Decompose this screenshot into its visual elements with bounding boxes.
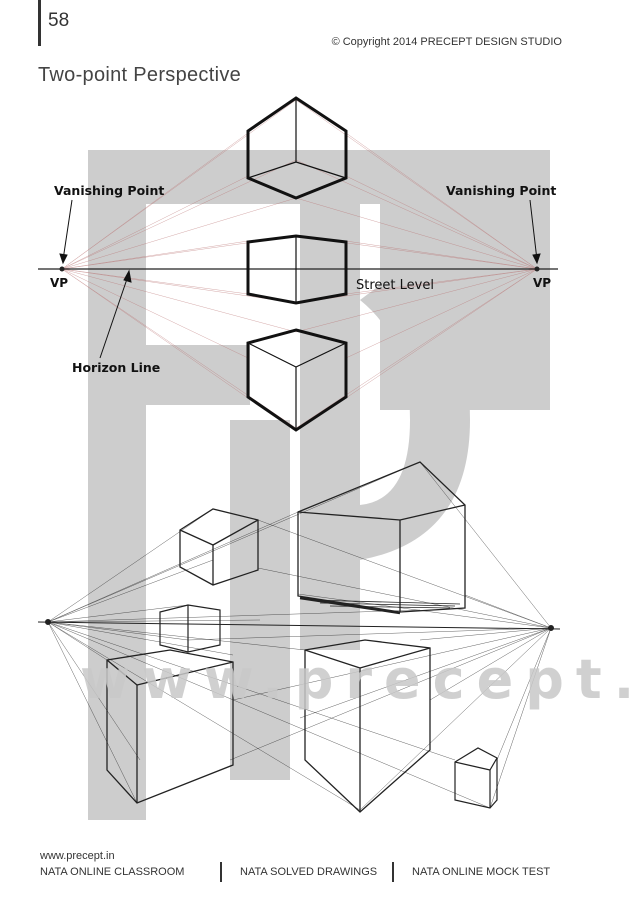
page-edge-bar bbox=[38, 0, 41, 46]
footer-link-solved-drawings[interactable]: NATA SOLVED DRAWINGS bbox=[240, 866, 378, 878]
vp-left-caption: Vanishing Point bbox=[54, 183, 164, 198]
footer-divider bbox=[220, 862, 222, 882]
big-center-box bbox=[304, 639, 431, 813]
cube-above-horizon bbox=[246, 96, 348, 200]
big-left-box bbox=[106, 649, 234, 804]
vp-left-label: VP bbox=[50, 276, 68, 290]
footer-link-classroom[interactable]: NATA ONLINE CLASSROOM bbox=[40, 866, 185, 878]
lower-sketch bbox=[37, 461, 561, 813]
upper-diagram bbox=[38, 96, 558, 432]
copyright-notice: © Copyright 2014 PRECEPT DESIGN STUDIO bbox=[332, 36, 562, 48]
small-floating-box bbox=[179, 508, 259, 586]
horizon-line-label: Horizon Line bbox=[72, 360, 160, 375]
footer-link-mock-test[interactable]: NATA ONLINE MOCK TEST bbox=[412, 866, 551, 878]
copyright-icon: © bbox=[331, 36, 340, 48]
vp-right-caption: Vanishing Point bbox=[446, 183, 556, 198]
page-number: 58 bbox=[48, 10, 70, 31]
watermark-logo bbox=[88, 150, 550, 820]
footer-divider bbox=[392, 862, 394, 882]
footer-links: NATA ONLINE CLASSROOM NATA SOLVED DRAWIN… bbox=[40, 862, 560, 884]
large-floating-box bbox=[297, 461, 466, 615]
small-right-box bbox=[454, 747, 498, 809]
footer-url[interactable]: www.precept.in bbox=[40, 850, 115, 862]
vp-right-label: VP bbox=[533, 276, 551, 290]
small-center-box bbox=[159, 604, 221, 653]
street-level-label: Street Level bbox=[356, 278, 434, 293]
copyright-text: Copyright 2014 PRECEPT DESIGN STUDIO bbox=[342, 36, 562, 48]
watermark-text: www.precept.in bbox=[80, 648, 638, 711]
page-title: Two-point Perspective bbox=[38, 64, 242, 86]
